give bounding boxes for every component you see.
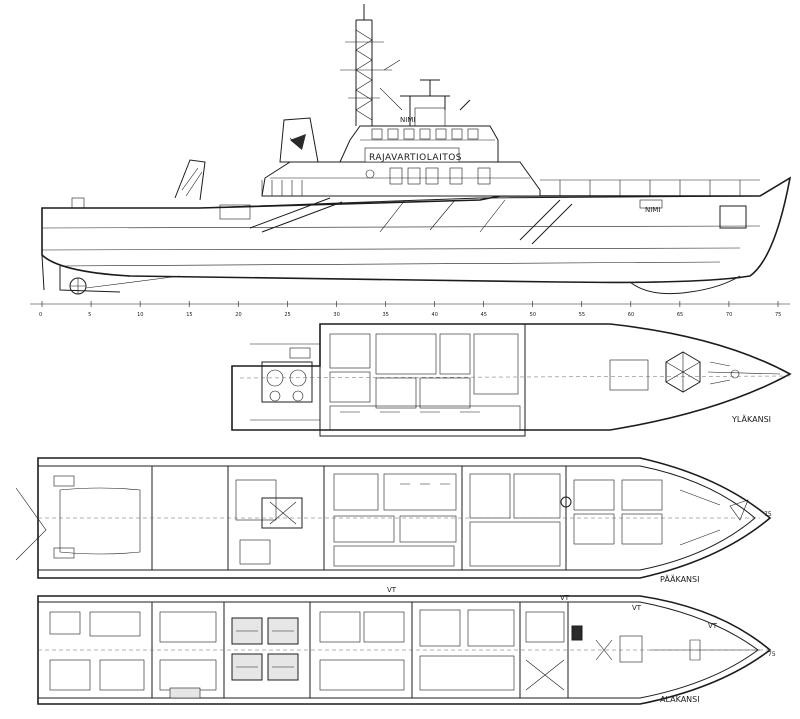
vt-mark-4: VT [708, 622, 718, 630]
frame-tick-label: 0 [39, 312, 42, 318]
side-profile: 0 5 10 15 20 25 30 35 40 45 50 55 60 65 70 75 [30, 4, 792, 318]
upper-deck-plan [231, 323, 792, 437]
lower-deck-plan [37, 595, 772, 705]
deck-label-alakansi: ALAKANSI [660, 695, 700, 704]
frame-tick-label: 45 [481, 312, 487, 318]
frame-tick-label: 20 [235, 312, 241, 318]
frame-tick-label: 55 [579, 312, 585, 318]
bow-mark-lower: 75 [768, 651, 776, 658]
main-deck-plan [15, 457, 772, 579]
deck-label-ylakansi: YLÄKANSI [731, 414, 771, 424]
frame-tick-label: 40 [432, 312, 438, 318]
hull-outline [41, 176, 792, 284]
vt-mark-1: VT [387, 586, 397, 594]
frame-tick-label: 25 [284, 312, 290, 318]
superstructure-lettering: RAJAVARTIOLAITOS [369, 153, 462, 163]
frame-tick-label: 50 [530, 312, 536, 318]
frame-tick-label: 5 [88, 312, 91, 318]
vt-mark-2: VT [560, 594, 570, 602]
bridge-name-label: NIMI [400, 116, 415, 124]
frame-tick-label: 30 [333, 312, 339, 318]
frame-tick-label: 10 [137, 312, 143, 318]
vt-mark-3: VT [632, 604, 642, 612]
frame-tick-label: 75 [775, 312, 781, 318]
frame-tick-label: 35 [382, 312, 388, 318]
frame-tick-label: 15 [186, 312, 192, 318]
frame-tick-label: 65 [677, 312, 683, 318]
hull-name-label: NIMI [645, 206, 660, 214]
frame-tick-label: 70 [726, 312, 732, 318]
deck-label-paakansi: PÄÄKANSI [660, 574, 699, 584]
frame-tick-label: 60 [628, 312, 634, 318]
bow-mark-main: 75 [764, 511, 772, 518]
